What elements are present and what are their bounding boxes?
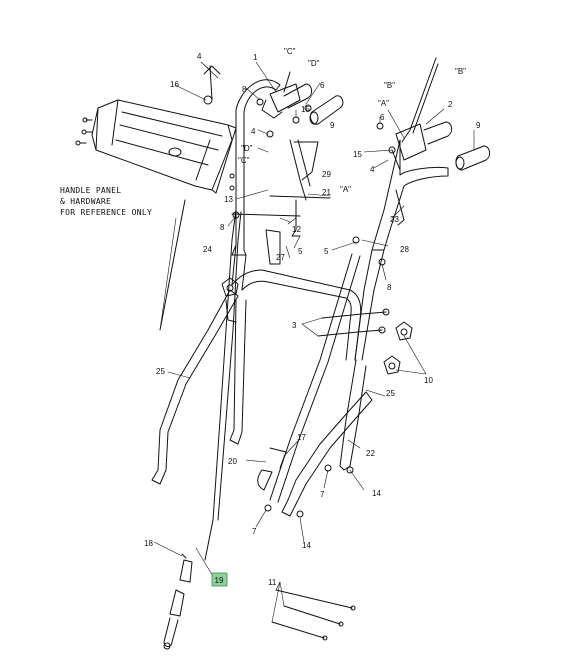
callout-8b: 8 xyxy=(220,223,225,232)
callout-17: 17 xyxy=(297,433,306,442)
callout-9b: 9 xyxy=(476,121,481,130)
cable-label-d-top: "D" xyxy=(308,59,320,68)
callout-5b: 5 xyxy=(324,247,329,256)
callout-22: 22 xyxy=(366,449,375,458)
callout-29: 29 xyxy=(322,170,331,179)
leader-lines xyxy=(153,61,475,623)
callout-23: 23 xyxy=(390,215,399,224)
callout-6a: 6 xyxy=(320,81,325,90)
callout-3: 3 xyxy=(292,321,297,330)
cable-labels: "C" "D" "B" "B" "A" "D" "C" "A" xyxy=(238,47,466,194)
lever-right xyxy=(391,123,427,171)
reference-note: HANDLE PANEL & HARDWARE FOR REFERENCE ON… xyxy=(60,186,177,331)
control-rod xyxy=(159,199,242,561)
cable-label-b-right: "B" xyxy=(455,67,466,76)
cable-label-a-top: "A" xyxy=(378,99,389,108)
callout-24: 24 xyxy=(203,245,212,254)
callout-7b: 7 xyxy=(252,527,257,536)
callout-12: 12 xyxy=(292,225,301,234)
callout-9a: 9 xyxy=(330,121,335,130)
ref-line-1: HANDLE PANEL xyxy=(60,186,121,195)
cable-label-c-mid: "C" xyxy=(238,156,250,165)
lower-cable-fittings xyxy=(163,553,193,650)
callout-14a: 14 xyxy=(372,489,381,498)
lower-handle-right xyxy=(281,359,373,517)
callouts: 4 1 16 8 6 15 9 2 9 6 4 15 4 29 21 13 23… xyxy=(144,52,481,587)
callout-25a: 25 xyxy=(156,367,165,376)
knobs xyxy=(221,277,413,375)
callout-14b: 14 xyxy=(302,541,311,550)
handle-panel xyxy=(75,99,237,194)
brace-rods xyxy=(257,253,361,503)
ref-line-2: & HARDWARE xyxy=(60,197,111,206)
callout-15a: 15 xyxy=(301,105,310,114)
callout-11: 11 xyxy=(268,578,277,587)
lever-left xyxy=(261,83,319,201)
callout-7a: 7 xyxy=(320,490,325,499)
cable-label-d-mid: "D" xyxy=(241,144,253,153)
lower-handle-left xyxy=(151,289,247,485)
callout-5a: 5 xyxy=(298,247,303,256)
callout-2: 2 xyxy=(448,100,453,109)
callout-1: 1 xyxy=(253,53,258,62)
callout-27: 27 xyxy=(276,253,285,262)
callout-4a: 4 xyxy=(197,52,202,61)
cable-label-b-top: "B" xyxy=(384,81,395,90)
cables xyxy=(231,57,439,217)
grips xyxy=(283,83,491,171)
callout-15b: 15 xyxy=(353,150,362,159)
callout-8a: 8 xyxy=(242,85,247,94)
upper-handle-right xyxy=(354,139,449,361)
callout-28: 28 xyxy=(400,245,409,254)
callout-20: 20 xyxy=(228,457,237,466)
callout-21: 21 xyxy=(322,188,331,197)
callout-13: 13 xyxy=(224,195,233,204)
bolts xyxy=(317,308,390,337)
callout-8c: 8 xyxy=(387,283,392,292)
cable-label-a-mid: "A" xyxy=(340,185,351,194)
callout-19: 19 xyxy=(215,576,224,585)
cable-label-c-top: "C" xyxy=(284,47,296,56)
callout-16: 16 xyxy=(170,80,179,89)
callout-19-highlight: 19 xyxy=(211,572,228,587)
callout-18: 18 xyxy=(144,539,153,548)
callout-10: 10 xyxy=(424,376,433,385)
callout-4c: 4 xyxy=(370,165,375,174)
callout-6b: 6 xyxy=(380,113,385,122)
ref-line-3: FOR REFERENCE ONLY xyxy=(60,208,152,217)
pins-11 xyxy=(271,589,356,641)
highlight-badge xyxy=(211,572,228,587)
callout-4b: 4 xyxy=(251,127,256,136)
callout-25b: 25 xyxy=(386,389,395,398)
